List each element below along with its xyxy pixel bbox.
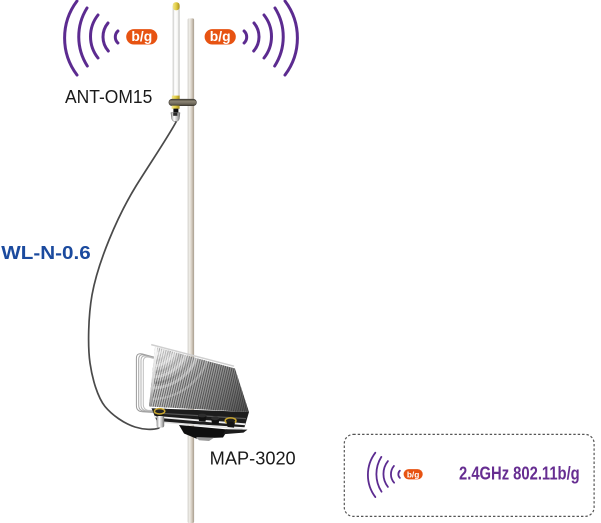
svg-text:WL-N-0.6: WL-N-0.6 (1, 242, 90, 263)
svg-text:b/g: b/g (131, 29, 152, 44)
svg-text:2.4GHz 802.11b/g: 2.4GHz 802.11b/g (459, 464, 580, 484)
svg-text:b/g: b/g (407, 469, 420, 479)
svg-text:MAP-3020: MAP-3020 (210, 448, 296, 468)
svg-text:ANT-OM15: ANT-OM15 (65, 86, 152, 107)
svg-text:b/g: b/g (210, 29, 231, 44)
